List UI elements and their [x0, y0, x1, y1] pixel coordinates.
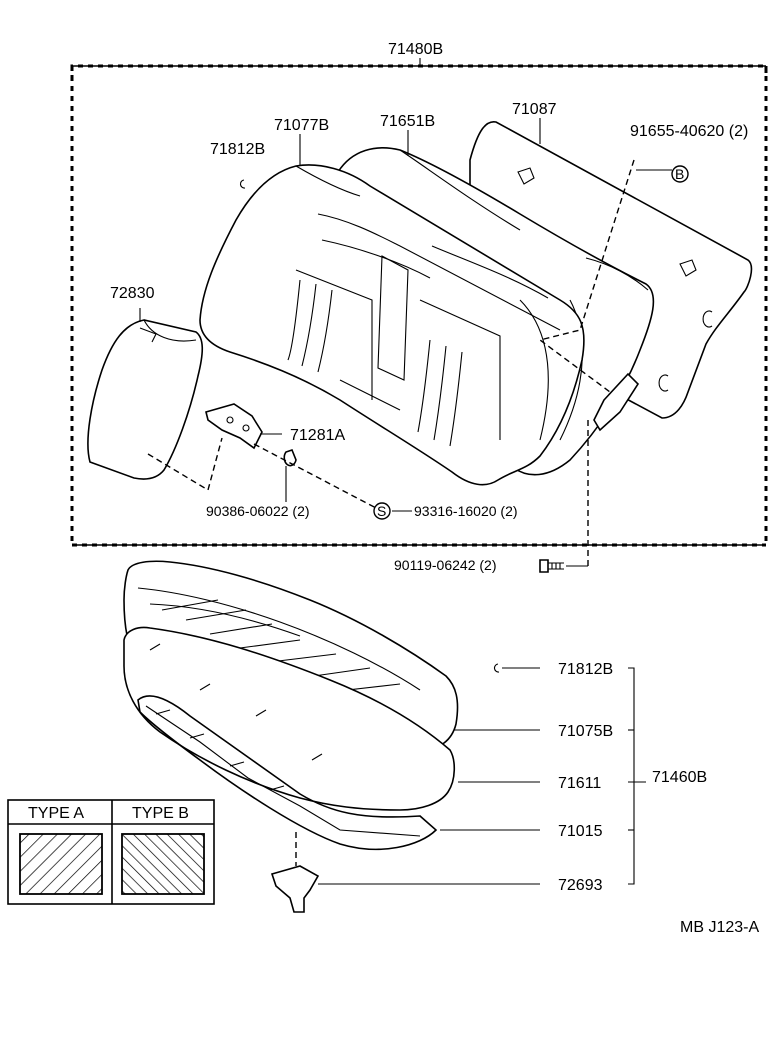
label-93316: 93316-16020 (2) [414, 503, 518, 519]
clip-icon [493, 663, 500, 673]
label-71015: 71015 [558, 823, 603, 840]
label-90386: 90386-06022 (2) [206, 503, 310, 519]
drawing-code: MB J123-A [680, 919, 759, 936]
callout-b-icon: B [671, 165, 689, 183]
label-72830: 72830 [110, 285, 155, 302]
legend-type-b-label: TYPE B [132, 805, 189, 822]
seat-back-cover [199, 164, 585, 486]
assembly-label-71460B: 71460B [652, 769, 707, 786]
label-72693: 72693 [558, 877, 603, 894]
callout-s-icon: S [373, 502, 391, 520]
label-71812B: 71812B [558, 661, 613, 678]
seat-back-hinge [593, 372, 640, 432]
seat-cushion-pad [123, 626, 456, 811]
label-91655: 91655-40620 (2) [630, 123, 748, 140]
label-90119: 90119-06242 (2) [394, 557, 496, 573]
callout-b-text: B [675, 166, 684, 182]
label-71812B-top: 71812B [210, 141, 265, 158]
legend-type-a-label: TYPE A [28, 805, 84, 822]
label-71077B: 71077B [274, 117, 329, 134]
label-71611: 71611 [558, 775, 601, 792]
callout-s-text: S [377, 503, 386, 519]
legend-type-b-swatch [121, 833, 205, 895]
bracket [205, 403, 297, 467]
seat-back-assembly-frame [70, 58, 768, 547]
assembly-label-71480B: 71480B [388, 41, 443, 58]
label-71075B: 71075B [558, 723, 613, 740]
armrest [87, 308, 204, 480]
label-71087: 71087 [512, 101, 557, 118]
legend: TYPE A TYPE B [7, 799, 215, 905]
clip-icon [239, 179, 246, 189]
seat-cushion-frame [137, 695, 438, 851]
bolt-icon [539, 559, 564, 573]
label-71281A: 71281A [290, 427, 345, 444]
legend-type-a-swatch [19, 833, 103, 895]
label-71651B: 71651B [380, 113, 435, 130]
seat-retainer [270, 865, 320, 913]
